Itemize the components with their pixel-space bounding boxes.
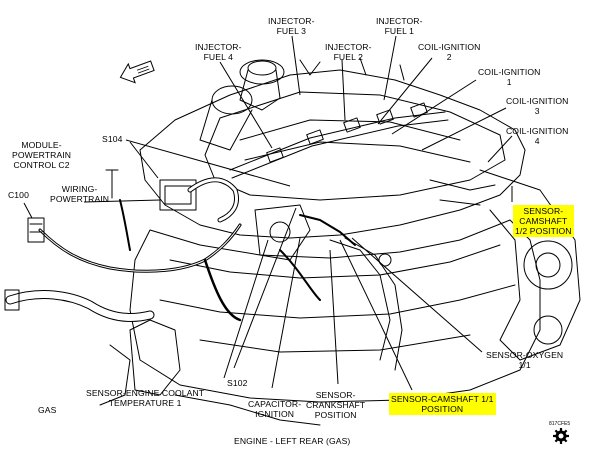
- label-gas-corner: GAS: [38, 405, 57, 415]
- leader-lines: [23, 35, 513, 391]
- figure-code: 817cfe5: [549, 421, 571, 427]
- pcm-connector: [159, 179, 197, 211]
- engine-block: [129, 219, 541, 403]
- gear-icon: [553, 428, 569, 444]
- valve-cover: [139, 69, 526, 239]
- label-injector-fuel-3: INJECTOR-FUEL 3: [268, 16, 315, 36]
- label-c100: C100: [8, 190, 29, 200]
- label-injector-fuel-1: INJECTOR-FUEL 1: [376, 16, 423, 36]
- label-injector-fuel-4: INJECTOR-FUEL 4: [195, 42, 242, 62]
- coil-packs: [266, 102, 428, 163]
- label-s104: S104: [102, 134, 123, 144]
- timing-cover: [479, 169, 581, 361]
- fuel-rail: [229, 111, 449, 179]
- front-direction-arrow-icon: [119, 60, 155, 84]
- label-s102: S102: [227, 378, 248, 388]
- label-injector-fuel-2: INJECTOR-FUEL 2: [325, 42, 372, 62]
- valve-cover-top: [204, 91, 506, 201]
- wiring-harness: [38, 223, 242, 273]
- label-wiring-powertrain: WIRING-POWERTRAIN: [50, 184, 110, 204]
- label-capacitor-ignition: CAPACITOR-IGNITION: [248, 399, 302, 419]
- figure-caption: ENGINE - LEFT REAR (GAS): [234, 436, 351, 446]
